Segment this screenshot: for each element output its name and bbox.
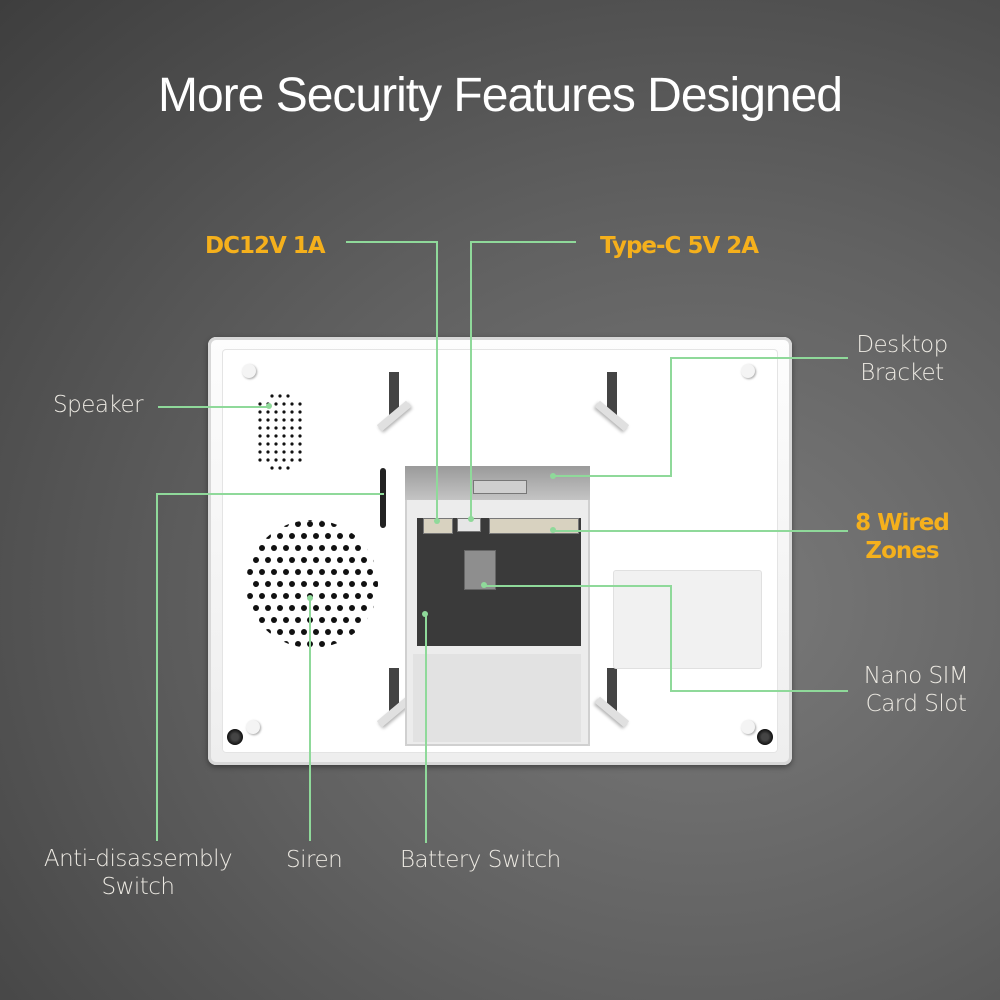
corner-peg [741,720,755,734]
nano-sim-slot [464,550,496,590]
leader-dot [550,527,556,533]
corner-peg [246,720,260,734]
leader-line-dc [346,241,438,243]
leader-dot [266,403,272,409]
leader-dot [468,516,474,522]
label-battery-switch: Battery Switch [400,847,561,873]
label-type-c: Type-C 5V 2A [600,233,759,259]
leader-dot [434,518,440,524]
leader-line-typec [470,241,576,243]
corner-peg [741,364,755,378]
leader-line-sim [670,690,848,692]
label-dc-power: DC12V 1A [205,233,326,259]
bracket-connector [473,480,527,494]
wall-mount-hook [594,372,630,442]
circuit-board [417,518,581,646]
screw-icon [757,729,773,745]
speaker-grille-icon [258,394,302,470]
leader-line-speaker [158,406,270,408]
leader-dot [422,611,428,617]
label-nano-sim: Nano SIM Card Slot [863,663,969,717]
leader-line-anti [156,493,158,841]
screw-icon [227,729,243,745]
leader-dot [481,582,487,588]
wall-mount-hook [376,372,412,442]
label-wired-zones: 8 Wired Zones [855,510,950,564]
anti-disassembly-switch-slot [380,468,386,528]
leader-line-anti [156,493,384,495]
label-siren: Siren [286,847,343,873]
corner-peg [242,364,256,378]
wall-mount-hook [376,668,412,738]
leader-line-sim [670,585,672,692]
leader-line-battery [425,614,427,843]
siren-grille-icon [247,520,378,647]
pcb-bay [405,466,590,746]
leader-line-sim [484,585,672,587]
leader-dot [550,473,556,479]
leader-line-typec [470,241,472,521]
label-speaker: Speaker [53,392,144,418]
leader-line-bracket [552,475,672,477]
leader-line-bracket [670,357,672,477]
leader-line-zones [552,530,848,532]
page-title: More Security Features Designed [158,69,843,122]
label-anti-disassembly: Anti-disassembly Switch [43,846,233,900]
battery-cable-area [413,654,581,742]
leader-line-dc [436,241,438,521]
leader-line-siren [309,598,311,841]
label-desktop-bracket: Desktop Bracket [856,332,948,386]
wall-mount-hook [594,668,630,738]
leader-line-bracket [670,357,848,359]
leader-dot [307,595,313,601]
